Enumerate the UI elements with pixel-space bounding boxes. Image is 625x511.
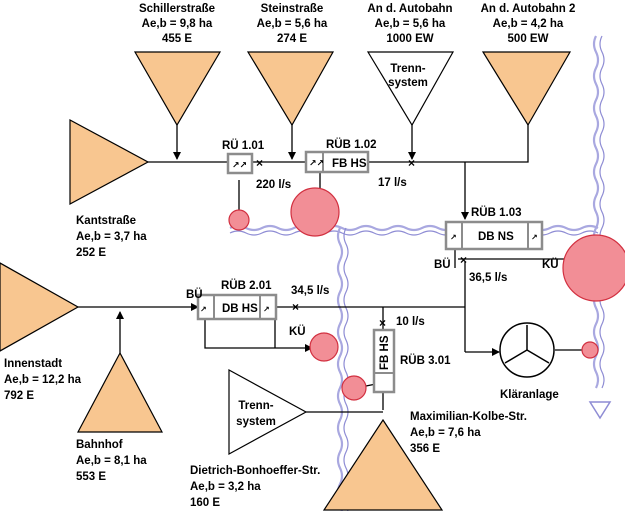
label-autobahn2-name: An d. Autobahn 2 — [481, 3, 576, 15]
overflow-circle-rue101 — [228, 209, 250, 231]
overflow-circle-rueb103 — [562, 234, 625, 302]
label-innenstadt-area: Ae,b = 12,2 ha — [4, 374, 82, 386]
label-flow-220: 220 l/s — [256, 179, 291, 191]
label-fbhs3: FB HS — [379, 335, 391, 370]
label-bonhoeffer-name: Dietrich-Bonhoeffer-Str. — [190, 465, 320, 477]
box-rueb201 — [196, 293, 278, 321]
box-rue101 — [226, 152, 254, 175]
label-flow-345: 34,5 l/s — [291, 285, 329, 297]
catchment-autobahn2 — [481, 51, 572, 127]
label-ku1: KÜ — [289, 325, 306, 338]
label-plant: Kläranlage — [500, 389, 559, 401]
label-trenn1-line1: Trenn- — [390, 63, 425, 75]
label-rueb103: RÜB 1.03 — [471, 206, 522, 219]
label-flow-10: 10 l/s — [396, 316, 425, 328]
label-schiller-pop: 455 E — [162, 33, 192, 45]
overflow-markers — [228, 187, 625, 401]
river-outlet-arrow-icon — [588, 401, 612, 420]
label-maxkolbe-area: Ae,b = 7,6 ha — [410, 427, 481, 439]
label-autobahn2-pop: 500 EW — [508, 33, 549, 45]
weir-icon: ↗↗ — [309, 158, 324, 168]
throttle-icon: × — [292, 300, 299, 314]
label-stein-area: Ae,b = 5,6 ha — [257, 18, 328, 30]
label-rueb102: RÜB 1.02 — [326, 138, 377, 151]
label-maxkolbe-pop: 356 E — [410, 443, 440, 455]
label-flow-17: 17 l/s — [378, 177, 407, 189]
label-autobahn-pop: 1000 EW — [386, 33, 433, 45]
weir-icon: ↗↗ — [232, 160, 247, 170]
label-autobahn-area: Ae,b = 5,6 ha — [375, 18, 446, 30]
overflow-circle-rueb102 — [290, 187, 340, 237]
catchment-schiller — [133, 51, 222, 127]
label-ku2: KÜ — [542, 258, 559, 271]
throttle-icon: × — [379, 316, 386, 330]
label-schiller-name: Schillerstraße — [139, 3, 215, 15]
label-bu1: BÜ — [186, 288, 203, 301]
overflow-circle-plant — [581, 341, 599, 359]
label-rueb201: RÜB 2.01 — [221, 279, 272, 292]
throttle-icon: × — [256, 156, 263, 170]
catchment-stein — [246, 51, 335, 127]
overflow-circle-rueb201 — [309, 332, 339, 362]
label-kant-area: Ae,b = 3,7 ha — [76, 231, 147, 243]
label-fbhs: FB HS — [332, 158, 367, 170]
label-autobahn-name: An d. Autobahn — [367, 3, 452, 15]
label-trenn2-line1: Trenn- — [238, 400, 273, 412]
box-rueb102 — [304, 150, 370, 174]
label-bahnhof-name: Bahnhof — [76, 439, 123, 451]
weir-icon: ↗ — [263, 305, 270, 314]
trennsystem-bonhoeffer — [228, 368, 308, 456]
label-trenn1-line2: system — [388, 77, 428, 89]
label-bonhoeffer-area: Ae,b = 3,2 ha — [190, 481, 261, 493]
catchment-maxkolbe — [322, 418, 444, 511]
label-stein-name: Steinstraße — [261, 3, 324, 15]
label-dbns: DB NS — [478, 231, 514, 243]
label-autobahn2-area: Ae,b = 4,2 ha — [493, 18, 564, 30]
label-innenstadt-pop: 792 E — [4, 390, 34, 402]
catchment-kant — [69, 118, 150, 206]
label-stein-pop: 274 E — [277, 33, 307, 45]
weir-icon: ↗ — [450, 233, 457, 242]
trennsystem-autobahn — [366, 51, 455, 127]
catchment-innenstadt — [0, 262, 80, 352]
label-trenn2-line2: system — [236, 416, 276, 428]
label-maxkolbe-name: Maximilian-Kolbe-Str. — [410, 411, 527, 423]
label-rue101: RÜ 1.01 — [222, 139, 265, 152]
label-flow-365: 36,5 l/s — [469, 272, 507, 284]
label-bahnhof-pop: 553 E — [76, 471, 106, 483]
treatment-plant-icon — [499, 322, 555, 378]
label-dbhs: DB HS — [222, 303, 258, 315]
weir-icon: ↗ — [531, 233, 538, 242]
overflow-circle-rueb301 — [341, 375, 367, 401]
label-rueb301: RÜB 3.01 — [400, 354, 451, 367]
label-kant-name: Kantstraße — [76, 215, 136, 227]
pipe-network — [78, 124, 586, 413]
box-rueb301 — [372, 328, 396, 394]
catchment-bahnhof — [77, 351, 163, 433]
weir-icon: ↗ — [200, 305, 207, 314]
label-kant-pop: 252 E — [76, 247, 106, 259]
throttle-icon: × — [408, 156, 415, 170]
throttle-icon: × — [460, 253, 467, 267]
label-schiller-area: Ae,b = 9,8 ha — [142, 18, 213, 30]
label-innenstadt-name: Innenstadt — [4, 358, 62, 370]
label-bonhoeffer-pop: 160 E — [190, 497, 220, 509]
label-bu2: BÜ — [434, 258, 451, 271]
label-bahnhof-area: Ae,b = 8,1 ha — [76, 455, 147, 467]
